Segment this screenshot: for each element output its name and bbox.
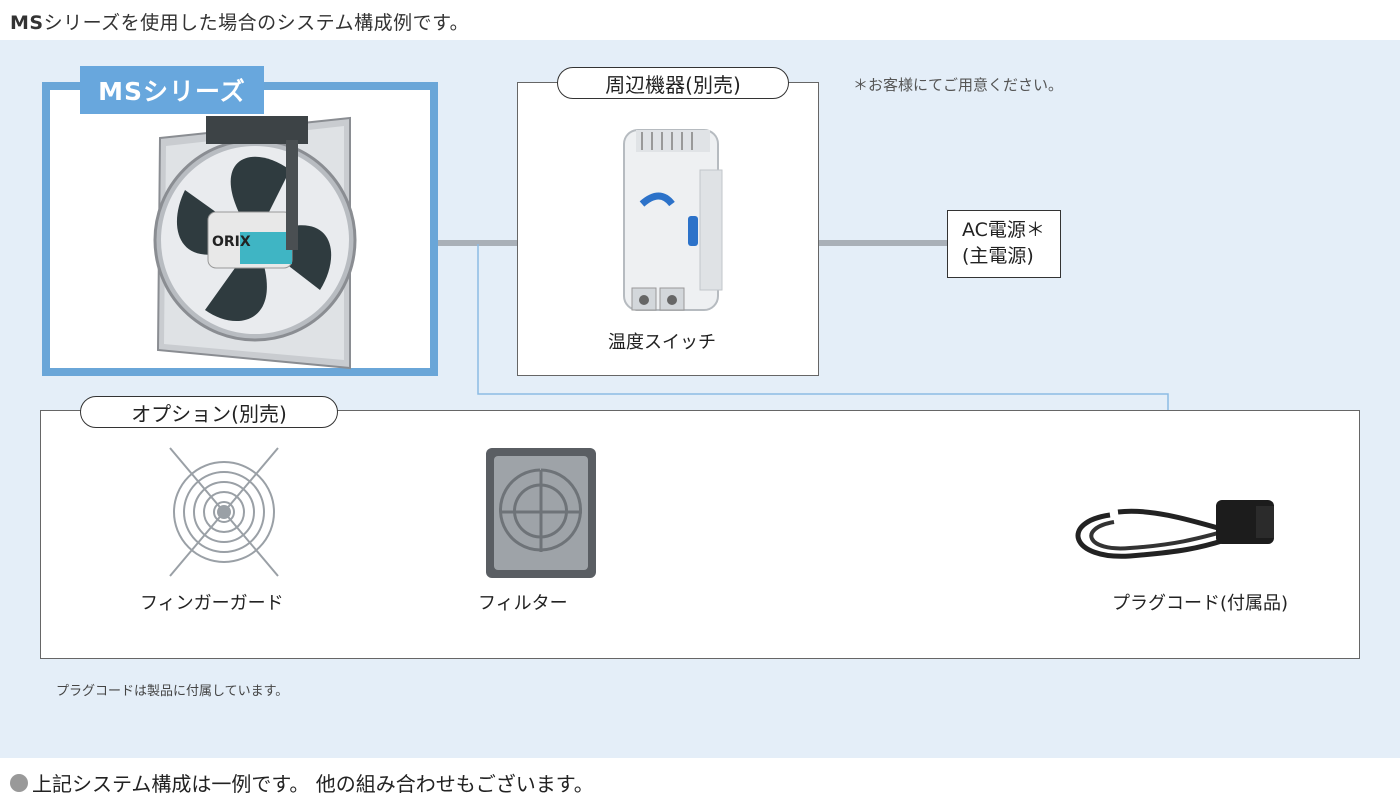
header-text: シリーズを使用した場合のシステム構成例です。 (43, 12, 470, 34)
temperature-switch-label: 温度スイッチ (608, 332, 716, 353)
svg-text:ORIX: ORIX (212, 234, 251, 250)
plug-cord-label: プラグコード(付属品) (1112, 593, 1289, 614)
header-series: MS (10, 12, 44, 34)
options-box (40, 410, 1360, 659)
filter-label: フィルター (478, 593, 568, 614)
plug-cord-footnote: プラグコードは製品に付属しています。 (56, 684, 289, 699)
peripherals-title: 周辺機器(別売) (557, 67, 789, 99)
fan-icon: ORIX (153, 116, 357, 370)
finger-guard-label: フィンガーガード (140, 593, 284, 614)
finger-guard-icon (169, 447, 279, 577)
options-title: オプション(別売) (80, 396, 338, 428)
ac-power-line2: (主電源) (962, 245, 1034, 267)
bullet-icon (10, 773, 28, 792)
bottom-note-text: 上記システム構成は一例です。 他の組み合わせもございます。 (32, 772, 594, 796)
filter-icon (486, 448, 596, 578)
ms-series-tag: MSシリーズ (80, 66, 264, 114)
plug-cord-icon (1075, 500, 1274, 559)
ac-power-line1: AC電源＊ (962, 219, 1045, 241)
bottom-note: 上記システム構成は一例です。 他の組み合わせもございます。 (10, 768, 594, 797)
customer-supplied-note: ＊お客様にてご用意ください。 (853, 76, 1064, 94)
header-caption: MSシリーズを使用した場合のシステム構成例です。 (10, 8, 469, 35)
ac-power-box: AC電源＊ (主電源) (947, 210, 1061, 278)
thermostat-icon (623, 129, 723, 311)
